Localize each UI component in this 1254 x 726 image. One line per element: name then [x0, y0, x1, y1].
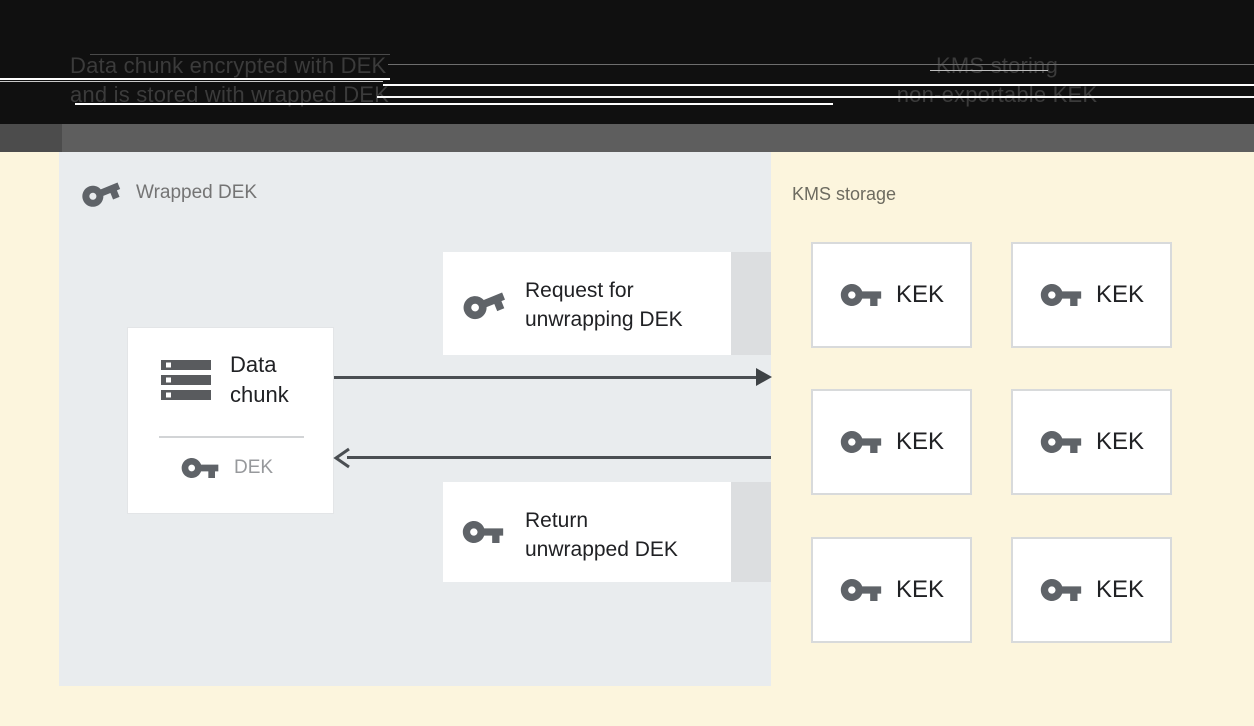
- wrapped-dek-label-text: Wrapped DEK: [136, 182, 258, 203]
- wrapped-dek-label: Wrapped DEK: [80, 172, 257, 214]
- caption-data-chunk: Data chunk encrypted with DEK and is sto…: [70, 51, 389, 109]
- key-icon-wrap: [461, 482, 505, 582]
- return-arrow: [347, 456, 771, 459]
- kek-label: KEK: [895, 576, 945, 603]
- request-line: unwrapping DEK: [525, 308, 683, 331]
- storage-icon: [161, 360, 211, 400]
- arrow-left-icon: [333, 447, 350, 469]
- request-line: Request for: [525, 279, 634, 302]
- kek-box: KEK: [811, 537, 972, 643]
- key-icon: [840, 431, 882, 453]
- dek-row: DEK: [180, 446, 273, 490]
- divider: [159, 436, 304, 438]
- arrow-right-icon: [756, 368, 772, 386]
- request-box-shadow: [731, 252, 771, 355]
- key-icon-wrap: [461, 252, 507, 355]
- kek-label: KEK: [1095, 428, 1145, 455]
- data-chunk-box: Data chunk DEK: [127, 327, 334, 514]
- caption-line: and is stored with wrapped DEK: [70, 82, 390, 107]
- key-icon: [1040, 579, 1082, 601]
- kek-label: KEK: [895, 281, 945, 308]
- key-icon: [840, 284, 882, 306]
- return-line: unwrapped DEK: [525, 538, 678, 561]
- glitch-line: [0, 81, 383, 82]
- kek-label: KEK: [1095, 576, 1145, 603]
- request-unwrap-box: Request for unwrapping DEK: [443, 252, 731, 355]
- kek-box: KEK: [1011, 242, 1172, 348]
- glitch-line: [388, 64, 1254, 65]
- kek-box: KEK: [1011, 537, 1172, 643]
- gray-divider-band: [0, 124, 1254, 152]
- return-line: Return: [525, 509, 589, 532]
- key-icon: [82, 182, 121, 207]
- glitch-line: [377, 96, 1254, 98]
- caption-kms-storing: KMS storing non-exportable KEK: [872, 51, 1122, 109]
- header-black-band: Data chunk encrypted with DEK and is sto…: [0, 0, 1254, 124]
- kms-storage-label: KMS storage: [792, 184, 897, 204]
- key-icon: [1040, 284, 1082, 306]
- data-chunk-title-line: chunk: [230, 382, 289, 407]
- return-unwrapped-text: Return unwrapped DEK: [525, 506, 678, 564]
- glitch-line: [0, 78, 390, 80]
- key-icon: [1040, 431, 1082, 453]
- glitch-line: [930, 70, 1048, 71]
- glitch-line: [90, 54, 390, 55]
- glitch-line: [75, 103, 833, 105]
- caption-line: non-exportable KEK: [896, 82, 1098, 107]
- kek-label: KEK: [895, 428, 945, 455]
- key-icon: [462, 521, 504, 543]
- kek-label: KEK: [1095, 281, 1145, 308]
- request-arrow: [334, 376, 758, 379]
- key-icon: [463, 292, 505, 319]
- caption-line: Data chunk encrypted with DEK: [70, 53, 387, 78]
- kek-box: KEK: [1011, 389, 1172, 495]
- request-unwrap-text: Request for unwrapping DEK: [525, 276, 683, 334]
- glitch-line: [383, 84, 1254, 86]
- return-unwrapped-box: Return unwrapped DEK: [443, 482, 731, 582]
- kek-box: KEK: [811, 389, 972, 495]
- gray-divider-band-left: [0, 124, 62, 152]
- dek-label: DEK: [234, 457, 274, 478]
- caption-line: KMS storing: [935, 53, 1059, 78]
- return-box-shadow: [731, 482, 771, 582]
- key-icon: [181, 458, 219, 478]
- kek-box: KEK: [811, 242, 972, 348]
- data-chunk-title: Data chunk: [230, 350, 289, 410]
- key-icon: [840, 579, 882, 601]
- data-chunk-title-line: Data: [230, 352, 277, 377]
